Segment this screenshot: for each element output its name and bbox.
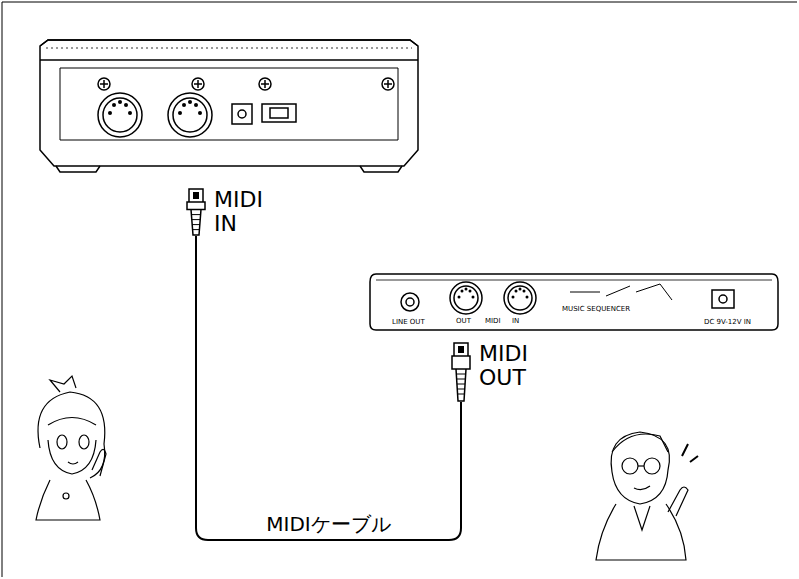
midi-cable [196, 236, 461, 540]
connector-label: MIDI OUT [479, 342, 541, 390]
midi-plug-node: MIDI IN [184, 188, 276, 236]
midi-plug-node: MIDI OUT [449, 342, 541, 402]
panel-label: MIDI [485, 317, 501, 325]
panel-label: OUT [456, 317, 471, 325]
connector-label: MIDI IN [214, 188, 276, 236]
midi-plug [184, 188, 208, 236]
cable-label: MIDIケーブル [263, 512, 393, 536]
panel-label: LINE OUT [392, 318, 425, 326]
panel-label: IN [512, 317, 519, 325]
midi-plug [449, 342, 473, 402]
panel-label: DC 9V-12V IN [704, 318, 751, 326]
panel-label: MUSIC SEQUENCER [562, 305, 630, 313]
